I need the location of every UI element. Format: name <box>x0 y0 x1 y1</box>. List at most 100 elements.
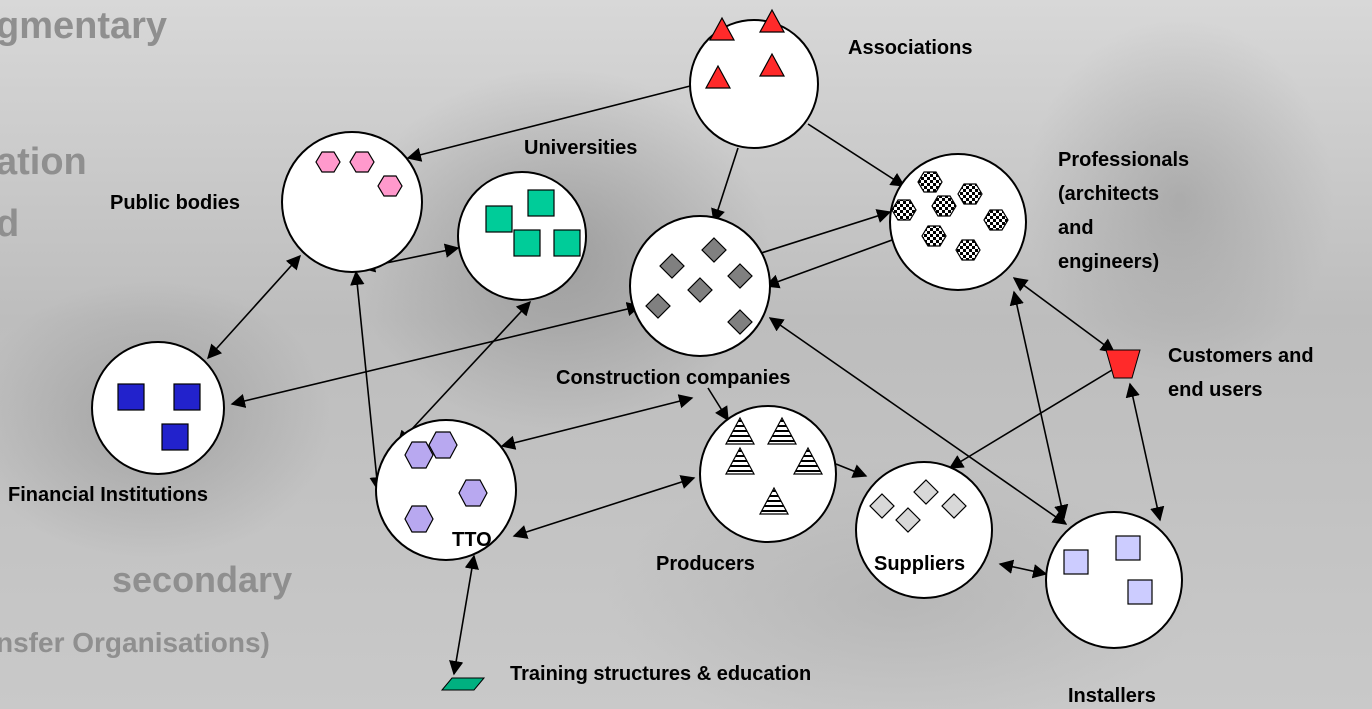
bg-text-line5: nsfer Organisations) <box>0 627 270 658</box>
square-icon <box>1063 549 1089 575</box>
bg-text-line4: secondary <box>112 559 292 600</box>
edge-professionals-installers <box>1009 290 1069 520</box>
edge-customers-installers <box>1125 382 1165 522</box>
edges <box>207 83 1165 676</box>
label-suppliers: Suppliers <box>874 553 965 575</box>
edge-construction-producers <box>707 387 729 422</box>
edge-professionals-construction <box>764 239 893 289</box>
label-professionals-line1: Professionals <box>1058 149 1189 171</box>
hexagon-icon <box>315 151 341 173</box>
hexagon-icon <box>428 431 458 459</box>
triangle-icon <box>758 8 786 33</box>
hexagon-icon <box>458 479 488 507</box>
triangle-icon <box>708 16 736 41</box>
square-icon <box>161 423 189 451</box>
label-customers-line2: end users <box>1168 379 1262 401</box>
square-icon <box>117 383 145 411</box>
node-financial-institutions[interactable] <box>91 341 225 475</box>
edge-public-tto <box>350 270 384 492</box>
checkered-hexagon-icon <box>955 239 981 261</box>
hexagon-icon <box>404 505 434 533</box>
edge-construction-financial <box>230 302 642 408</box>
hexagon-icon <box>377 175 403 197</box>
square-icon <box>513 229 541 257</box>
checkered-hexagon-icon <box>917 171 943 193</box>
edge-public-financial <box>207 254 301 360</box>
edge-customers-suppliers <box>948 369 1113 469</box>
edge-producers-tto <box>512 475 696 539</box>
associations-triangle-icons <box>704 8 786 89</box>
edge-construction-professionals <box>757 209 892 255</box>
square-icon <box>1127 579 1153 605</box>
label-professionals-line4: engineers) <box>1058 251 1159 273</box>
producers-striped-triangle-icons <box>724 416 824 515</box>
label-financial-institutions: Financial Institutions <box>8 484 208 506</box>
node-installers[interactable] <box>1045 511 1183 649</box>
diamond-icon <box>913 479 939 505</box>
square-icon <box>553 229 581 257</box>
edge-producers-suppliers <box>835 463 868 478</box>
checkered-hexagon-icon <box>891 199 917 221</box>
hexagon-icon <box>404 441 434 469</box>
label-tto: TTO <box>452 529 492 551</box>
label-associations: Associations <box>848 37 972 59</box>
label-professionals-line3: and <box>1058 217 1094 239</box>
hexagon-icon <box>349 151 375 173</box>
label-professionals-line2: (architects <box>1058 183 1159 205</box>
edge-construction-tto <box>500 394 694 450</box>
checkered-hexagon-icon <box>931 195 957 217</box>
node-producers[interactable] <box>699 405 837 543</box>
suppliers-diamond-icons <box>869 479 967 533</box>
diamond-icon <box>659 253 685 279</box>
striped-triangle-icon <box>724 416 756 445</box>
striped-triangle-icon <box>792 446 824 475</box>
professionals-checkered-hexagon-icons <box>891 171 1009 261</box>
training-parallelogram-icon <box>440 677 486 691</box>
square-icon <box>173 383 201 411</box>
tto-hexagon-icons <box>404 431 488 533</box>
installers-square-icons <box>1063 535 1153 605</box>
node-suppliers[interactable] <box>855 461 993 599</box>
striped-triangle-icon <box>724 446 756 475</box>
edge-professionals-customers <box>1012 277 1116 353</box>
financial-circle <box>91 341 225 475</box>
striped-triangle-icon <box>766 416 798 445</box>
associations-circle <box>689 19 819 149</box>
diamond-icon <box>941 493 967 519</box>
installers-circle <box>1045 511 1183 649</box>
square-icon <box>485 205 513 233</box>
node-tto[interactable] <box>375 419 517 561</box>
triangle-icon <box>704 64 732 89</box>
diamond-icon <box>687 277 713 303</box>
node-construction-companies[interactable] <box>629 215 771 357</box>
node-professionals[interactable] <box>889 153 1027 291</box>
edge-associations-professionals <box>807 123 906 187</box>
checkered-hexagon-icon <box>957 183 983 205</box>
node-associations[interactable] <box>689 8 819 149</box>
edge-associations-public <box>406 83 699 162</box>
diamond-icon <box>895 507 921 533</box>
diamond-icon <box>701 237 727 263</box>
label-producers: Producers <box>656 553 755 575</box>
square-icon <box>527 189 555 217</box>
bg-text-line2: ation <box>0 141 87 183</box>
square-icon <box>1115 535 1141 561</box>
label-construction-companies: Construction companies <box>556 367 790 389</box>
node-public-bodies[interactable] <box>281 131 423 273</box>
suppliers-circle <box>855 461 993 599</box>
label-public-bodies: Public bodies <box>110 192 240 214</box>
striped-triangle-icon <box>758 486 790 515</box>
diamond-icon <box>727 263 753 289</box>
bg-text-line3: d <box>0 203 19 245</box>
diamond-icon <box>727 309 753 335</box>
label-training: Training structures & education <box>510 663 811 685</box>
universities-square-icons <box>485 189 581 257</box>
node-universities[interactable] <box>457 171 587 301</box>
public-bodies-hexagon-icons <box>315 151 403 197</box>
diamond-icon <box>869 493 895 519</box>
checkered-hexagon-icon <box>983 209 1009 231</box>
edge-suppliers-installers <box>998 559 1048 579</box>
financial-square-icons <box>117 383 201 451</box>
